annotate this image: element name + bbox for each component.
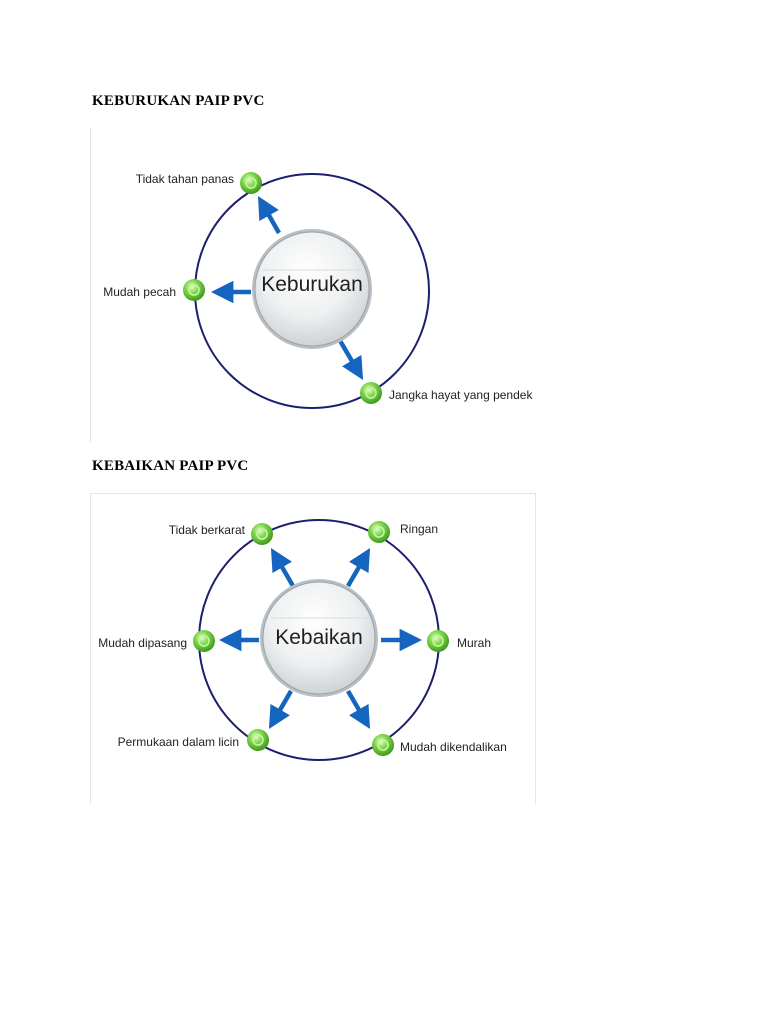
node-dot (427, 630, 449, 652)
hub-circle (260, 579, 378, 697)
section-heading-kebaikan: KEBAIKAN PAIP PVC (92, 458, 249, 474)
hub-label: Keburukan (261, 273, 363, 296)
item-label: Murah (457, 636, 491, 650)
node-dot (183, 279, 205, 301)
diagram-kebaikan-svg: Kebaikan Tidak berkarat Ringan Mudah dip… (98, 519, 507, 761)
item-label: Permukaan dalam licin (118, 735, 239, 749)
item-label: Tidak berkarat (169, 523, 246, 537)
hub-label: Kebaikan (275, 626, 363, 649)
node-dot (247, 729, 269, 751)
arrow-up-right (346, 547, 371, 588)
hub-circle (252, 229, 372, 349)
node-dot (193, 630, 215, 652)
item-label: Tidak tahan panas (136, 172, 234, 186)
node-dot (251, 523, 273, 545)
diagram-keburukan: Keburukan Tidak tahan panas Mudah pecah … (90, 128, 551, 442)
item-label: Ringan (400, 522, 438, 536)
item-label: Jangka hayat yang pendek (389, 388, 533, 402)
node-dot (372, 734, 394, 756)
arrow-down-left (268, 689, 293, 730)
arrow-down-right (337, 337, 364, 380)
diagram-keburukan-svg: Keburukan Tidak tahan panas Mudah pecah … (103, 172, 533, 409)
arrow-down-right (346, 689, 371, 730)
node-dot (360, 382, 382, 404)
item-label: Mudah dikendalikan (400, 740, 507, 754)
item-label: Mudah pecah (103, 285, 176, 299)
node-dot (368, 521, 390, 543)
arrow-up-left (258, 195, 281, 235)
item-label: Mudah dipasang (98, 636, 187, 650)
arrow-up-left (270, 547, 295, 588)
diagram-kebaikan: Kebaikan Tidak berkarat Ringan Mudah dip… (90, 493, 536, 804)
node-dot (240, 172, 262, 194)
section-heading-keburukan: KEBURUKAN PAIP PVC (92, 93, 265, 109)
